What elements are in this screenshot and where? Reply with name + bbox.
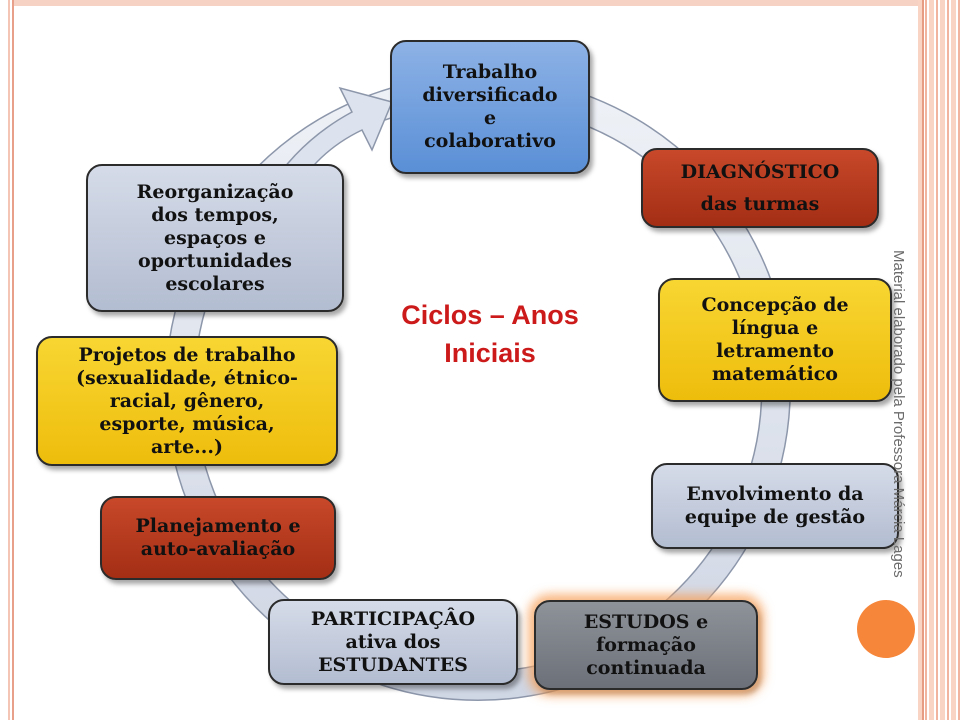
decorative-orange-circle (857, 600, 915, 658)
node-reorganizacao: Reorganização dos tempos, espaços e opor… (86, 164, 344, 312)
left-border (0, 0, 14, 720)
title-line-1: Ciclos – Anos (401, 300, 579, 330)
node-planejamento: Planejamento e auto-avaliação (100, 496, 336, 580)
node-participacao-estudantes: PARTICIPAÇÂO ativa dos ESTUDANTES (268, 599, 518, 685)
node-envolvimento-gestao: Envolvimento da equipe de gestão (651, 463, 899, 549)
right-border-stripes (918, 0, 960, 720)
node-projetos-trabalho: Projetos de trabalho (sexualidade, étnic… (36, 336, 338, 466)
node-estudos-formacao: ESTUDOS e formação continuada (534, 600, 758, 690)
top-border (14, 0, 918, 6)
title-line-2: Iniciais (444, 338, 536, 368)
diagram-title: Ciclos – Anos Iniciais (360, 296, 620, 372)
node-trabalho-diversificado: Trabalho diversificado e colaborativo (390, 40, 590, 174)
node-diagnostico: DIAGNÓSTICO das turmas (641, 148, 879, 228)
node-concepcao-lingua: Concepção de língua e letramento matemát… (658, 278, 892, 402)
right-border-line (922, 0, 924, 720)
author-credit: Material elaborado pela Professora Márci… (890, 250, 907, 578)
